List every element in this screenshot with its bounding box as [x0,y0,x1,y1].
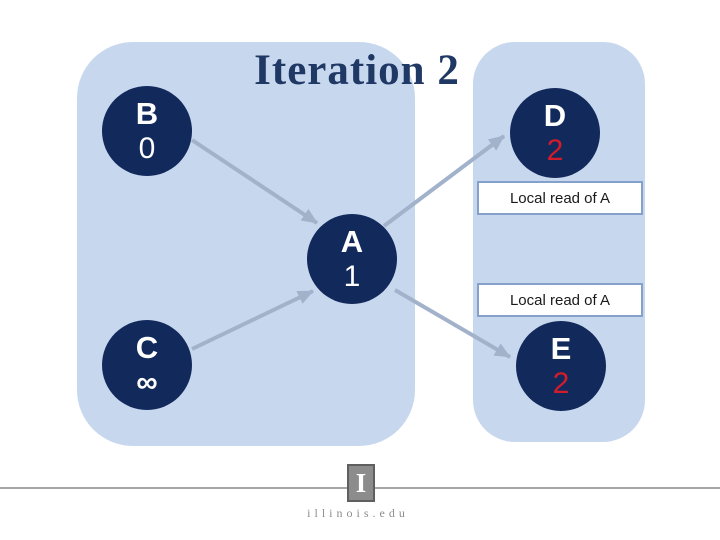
node-E-label: E [550,331,572,366]
edge-C-to-A [191,289,314,351]
node-A: A 1 [307,214,397,304]
edge-A-to-D [382,134,506,228]
node-A-label: A [340,224,364,259]
local-read-annotation-top-text: Local read of A [509,189,611,207]
node-B-value: 0 [138,132,156,165]
node-C: C ∞ [102,320,192,410]
node-E-value: 2 [552,367,570,400]
node-D: D 2 [510,88,600,178]
node-D-label: D [543,98,567,133]
footer-website-text: illinois.edu [307,506,409,520]
node-C-label: C [135,330,159,365]
local-read-annotation-bottom-text: Local read of A [509,291,611,309]
node-A-value: 1 [343,260,361,293]
local-read-annotation-top: Local read of A [477,181,643,215]
edge-B-to-A [190,138,319,225]
illinois-logo-letter: I [355,468,367,498]
edge-A-to-E [393,288,512,359]
node-E: E 2 [516,321,606,411]
node-D-value: 2 [546,134,564,167]
slide-title: Iteration 2 [254,47,460,94]
node-B: B 0 [102,86,192,176]
local-read-annotation-bottom: Local read of A [477,283,643,317]
node-C-value: ∞ [136,366,158,399]
node-B-label: B [135,96,159,131]
illinois-logo: I [347,464,375,502]
